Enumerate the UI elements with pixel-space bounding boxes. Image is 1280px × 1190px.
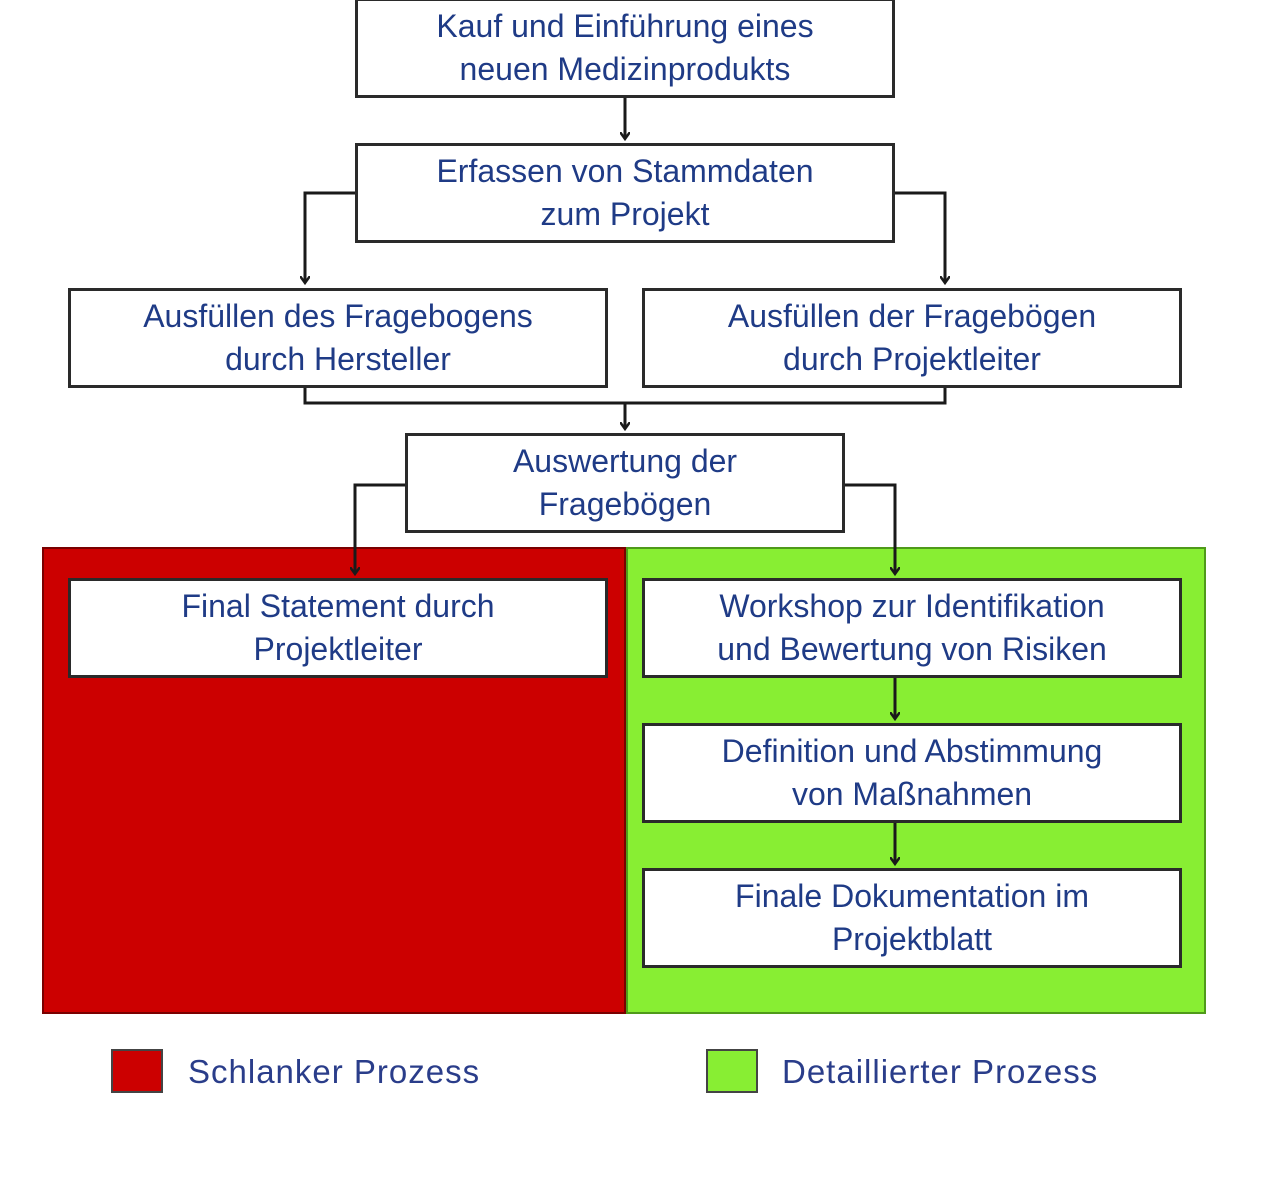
connector-projektleiter-bottom xyxy=(625,388,947,405)
arrow-stammdaten-to-projektleiter xyxy=(895,191,945,282)
legend-detailed-label: Detaillierter Prozess xyxy=(782,1053,1099,1090)
node-final-statement-label: Final Statement durch Projektleiter xyxy=(181,588,495,667)
connector-hersteller-bottom xyxy=(303,388,625,405)
node-workshop: Workshop zur Identifikation und Bewertun… xyxy=(642,578,1182,678)
arrow-auswertung-to-final-statement xyxy=(355,483,405,573)
node-definition: Definition und Abstimmung von Maßnahmen xyxy=(642,723,1182,823)
node-dokumentation-label: Finale Dokumentation im Projektblatt xyxy=(735,878,1089,957)
node-auswertung: Auswertung der Fragebögen xyxy=(405,433,845,533)
node-kauf-label: Kauf und Einführung eines neuen Medizinp… xyxy=(436,8,814,87)
node-kauf: Kauf und Einführung eines neuen Medizinp… xyxy=(355,0,895,98)
node-definition-label: Definition und Abstimmung von Maßnahmen xyxy=(721,733,1103,812)
node-projektleiter: Ausfüllen der Fragebögen durch Projektle… xyxy=(642,288,1182,388)
node-hersteller: Ausfüllen des Fragebogens durch Herstell… xyxy=(68,288,608,388)
node-final-statement: Final Statement durch Projektleiter xyxy=(68,578,608,678)
node-projektleiter-label: Ausfüllen der Fragebögen durch Projektle… xyxy=(727,298,1097,377)
arrow-auswertung-to-workshop xyxy=(845,483,895,573)
legend-detailed-swatch xyxy=(706,1049,758,1093)
node-hersteller-label: Ausfüllen des Fragebogens durch Herstell… xyxy=(143,298,533,377)
node-stammdaten-label: Erfassen von Stammdaten zum Projekt xyxy=(436,153,814,232)
legend-lean-label: Schlanker Prozess xyxy=(188,1053,481,1090)
arrow-stammdaten-to-hersteller xyxy=(305,191,355,282)
legend-lean-swatch xyxy=(111,1049,163,1093)
node-stammdaten: Erfassen von Stammdaten zum Projekt xyxy=(355,143,895,243)
node-workshop-label: Workshop zur Identifikation und Bewertun… xyxy=(717,588,1107,667)
node-dokumentation: Finale Dokumentation im Projektblatt xyxy=(642,868,1182,968)
node-auswertung-label: Auswertung der Fragebögen xyxy=(512,443,738,522)
